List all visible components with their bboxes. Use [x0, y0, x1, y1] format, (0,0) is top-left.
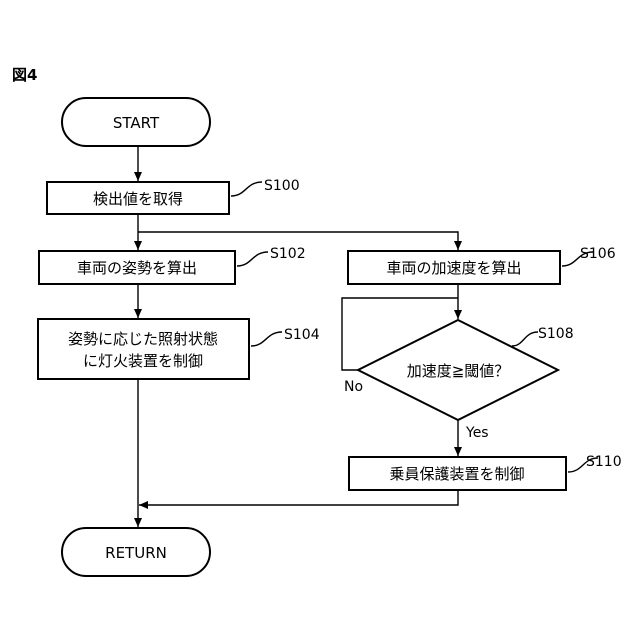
step-s100-callout — [231, 182, 262, 196]
step-s102-label: 車両の姿勢を算出 — [77, 259, 197, 277]
step-s102-callout — [237, 252, 268, 266]
step-s110-label: 乗員保護装置を制御 — [389, 465, 524, 483]
step-s100-node: 検出値を取得 S100 — [47, 178, 300, 214]
edge-label-yes: Yes — [465, 425, 489, 441]
step-s104-node: 姿勢に応じた照射状態 に灯火装置を制御 S104 — [38, 319, 320, 379]
step-s108-id: S108 — [538, 326, 574, 342]
step-s108-label: 加速度≧閾値？ — [407, 362, 510, 380]
step-s104-id: S104 — [284, 327, 320, 343]
step-s110-node: 乗員保護装置を制御 S110 — [349, 454, 622, 490]
step-s110-id: S110 — [586, 454, 622, 470]
step-s104-callout — [251, 332, 282, 346]
step-s108-decision: 加速度≧閾値？ S108 — [358, 320, 574, 420]
edge-s110-to-return — [139, 490, 458, 505]
step-s102-node: 車両の姿勢を算出 S102 — [39, 246, 306, 284]
return-label: RETURN — [105, 544, 167, 562]
figure-label: 図4 — [12, 66, 37, 84]
step-s102-id: S102 — [270, 246, 306, 262]
start-label: START — [113, 114, 160, 132]
step-s108-callout — [512, 332, 538, 346]
start-node: START — [62, 98, 210, 146]
edge-label-no: No — [344, 379, 363, 395]
step-s100-label: 検出値を取得 — [93, 190, 183, 208]
step-s100-id: S100 — [264, 178, 300, 194]
return-node: RETURN — [62, 528, 210, 576]
step-s106-id: S106 — [580, 246, 616, 262]
step-s106-node: 車両の加速度を算出 S106 — [348, 246, 616, 284]
step-s106-label: 車両の加速度を算出 — [386, 259, 521, 277]
step-s104-label-line2: に灯火装置を制御 — [83, 352, 203, 370]
step-s104-label-line1: 姿勢に応じた照射状態 — [68, 330, 218, 348]
